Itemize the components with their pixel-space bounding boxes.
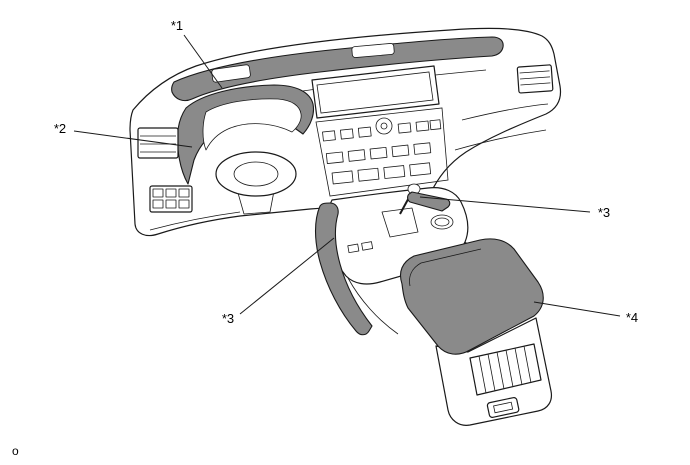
rear-vent-slat [478,355,487,394]
callout-4-line [533,301,621,317]
callout-2: *2 [54,121,193,148]
callout-1-line [183,34,223,89]
display-screen [316,71,434,114]
console-side-trim-highlight-left [314,202,373,336]
armrest-seam [409,248,482,287]
left-side-controls [137,127,193,213]
rear-vent-slat [523,345,532,384]
callout-4-label: *4 [626,310,638,325]
callouts: *1 *2 *3 *3 *4 [54,18,638,326]
console-side-trim-highlight-right [407,191,451,212]
climate-button [325,151,344,164]
control-panel [409,162,432,177]
climate-button-row [325,142,432,164]
upper-pad-shape [171,36,504,102]
callout-3-right-line [419,196,591,213]
glovebox-contour-upper [461,103,549,121]
audio-button [322,130,336,142]
armrest-highlight [399,238,544,355]
defroster-vent-left [211,64,251,83]
steering-column [215,151,297,215]
rear-vent-slat [514,347,523,386]
switch [152,199,164,209]
audio-button-row [322,119,442,142]
callout-3-right: *3 [419,196,610,220]
rear-switch-panel [486,396,520,418]
steering-pad-inner [233,161,279,187]
audio-button [397,122,412,134]
cupholder-outer [430,214,454,230]
left-air-vent [137,127,179,159]
vent-slat [520,76,550,80]
defroster-vent-center [351,43,395,58]
callout-3-left: *3 [222,237,335,326]
callout-4: *4 [533,301,638,325]
page-marker: o [12,444,19,458]
dash-lower-contour [149,211,241,231]
switch [165,199,177,209]
center-display [311,65,440,119]
rear-vent-slat [496,351,505,390]
climate-button [413,142,432,155]
dash-upper-pad-highlight [171,36,504,102]
rear-vent-slat [487,353,496,392]
control-panel [383,165,406,179]
audio-button [415,120,430,132]
left-trim-shape [314,202,373,336]
climate-button [391,144,410,158]
console-switch [361,241,374,251]
callout-3-left-line [239,237,335,315]
climate-button [347,149,366,162]
audio-button [357,126,372,138]
right-trim-shape [407,191,451,212]
rear-vent-slat [505,349,514,388]
volume-knob-center [380,122,388,130]
callout-1: *1 [171,18,223,89]
switch [165,188,177,198]
audio-button [429,119,442,131]
control-panel [357,167,380,182]
lower-control-row [331,162,432,185]
vent-slat [520,82,551,86]
climate-button [369,146,388,160]
callout-2-line [73,130,193,148]
rear-switch [493,401,514,414]
switch [152,188,164,198]
console-switches [347,241,374,254]
console-left-edge [347,277,399,335]
center-stack-controls [315,107,449,197]
switch [178,199,190,209]
control-panel [331,170,354,185]
cupholder-inner [434,217,450,227]
callout-3-right-label: *3 [598,205,610,220]
callout-3-left-label: *3 [222,311,234,326]
audio-button [340,128,354,140]
right-air-vent [516,64,554,94]
cluster-opening [202,98,302,151]
volume-knob [375,117,393,135]
armrest-shape [399,238,544,355]
switch [178,188,190,198]
right-side-vent [516,64,554,94]
rear-vent-frame [469,343,542,396]
callout-1-label: *1 [171,18,183,33]
callout-2-label: *2 [54,121,66,136]
console-switch [347,243,360,254]
rear-console-details [469,343,542,418]
center-stack-frame [315,107,449,197]
glovebox-contour-lower [454,129,547,151]
display-bezel [311,65,440,119]
vent-slat [519,70,550,74]
